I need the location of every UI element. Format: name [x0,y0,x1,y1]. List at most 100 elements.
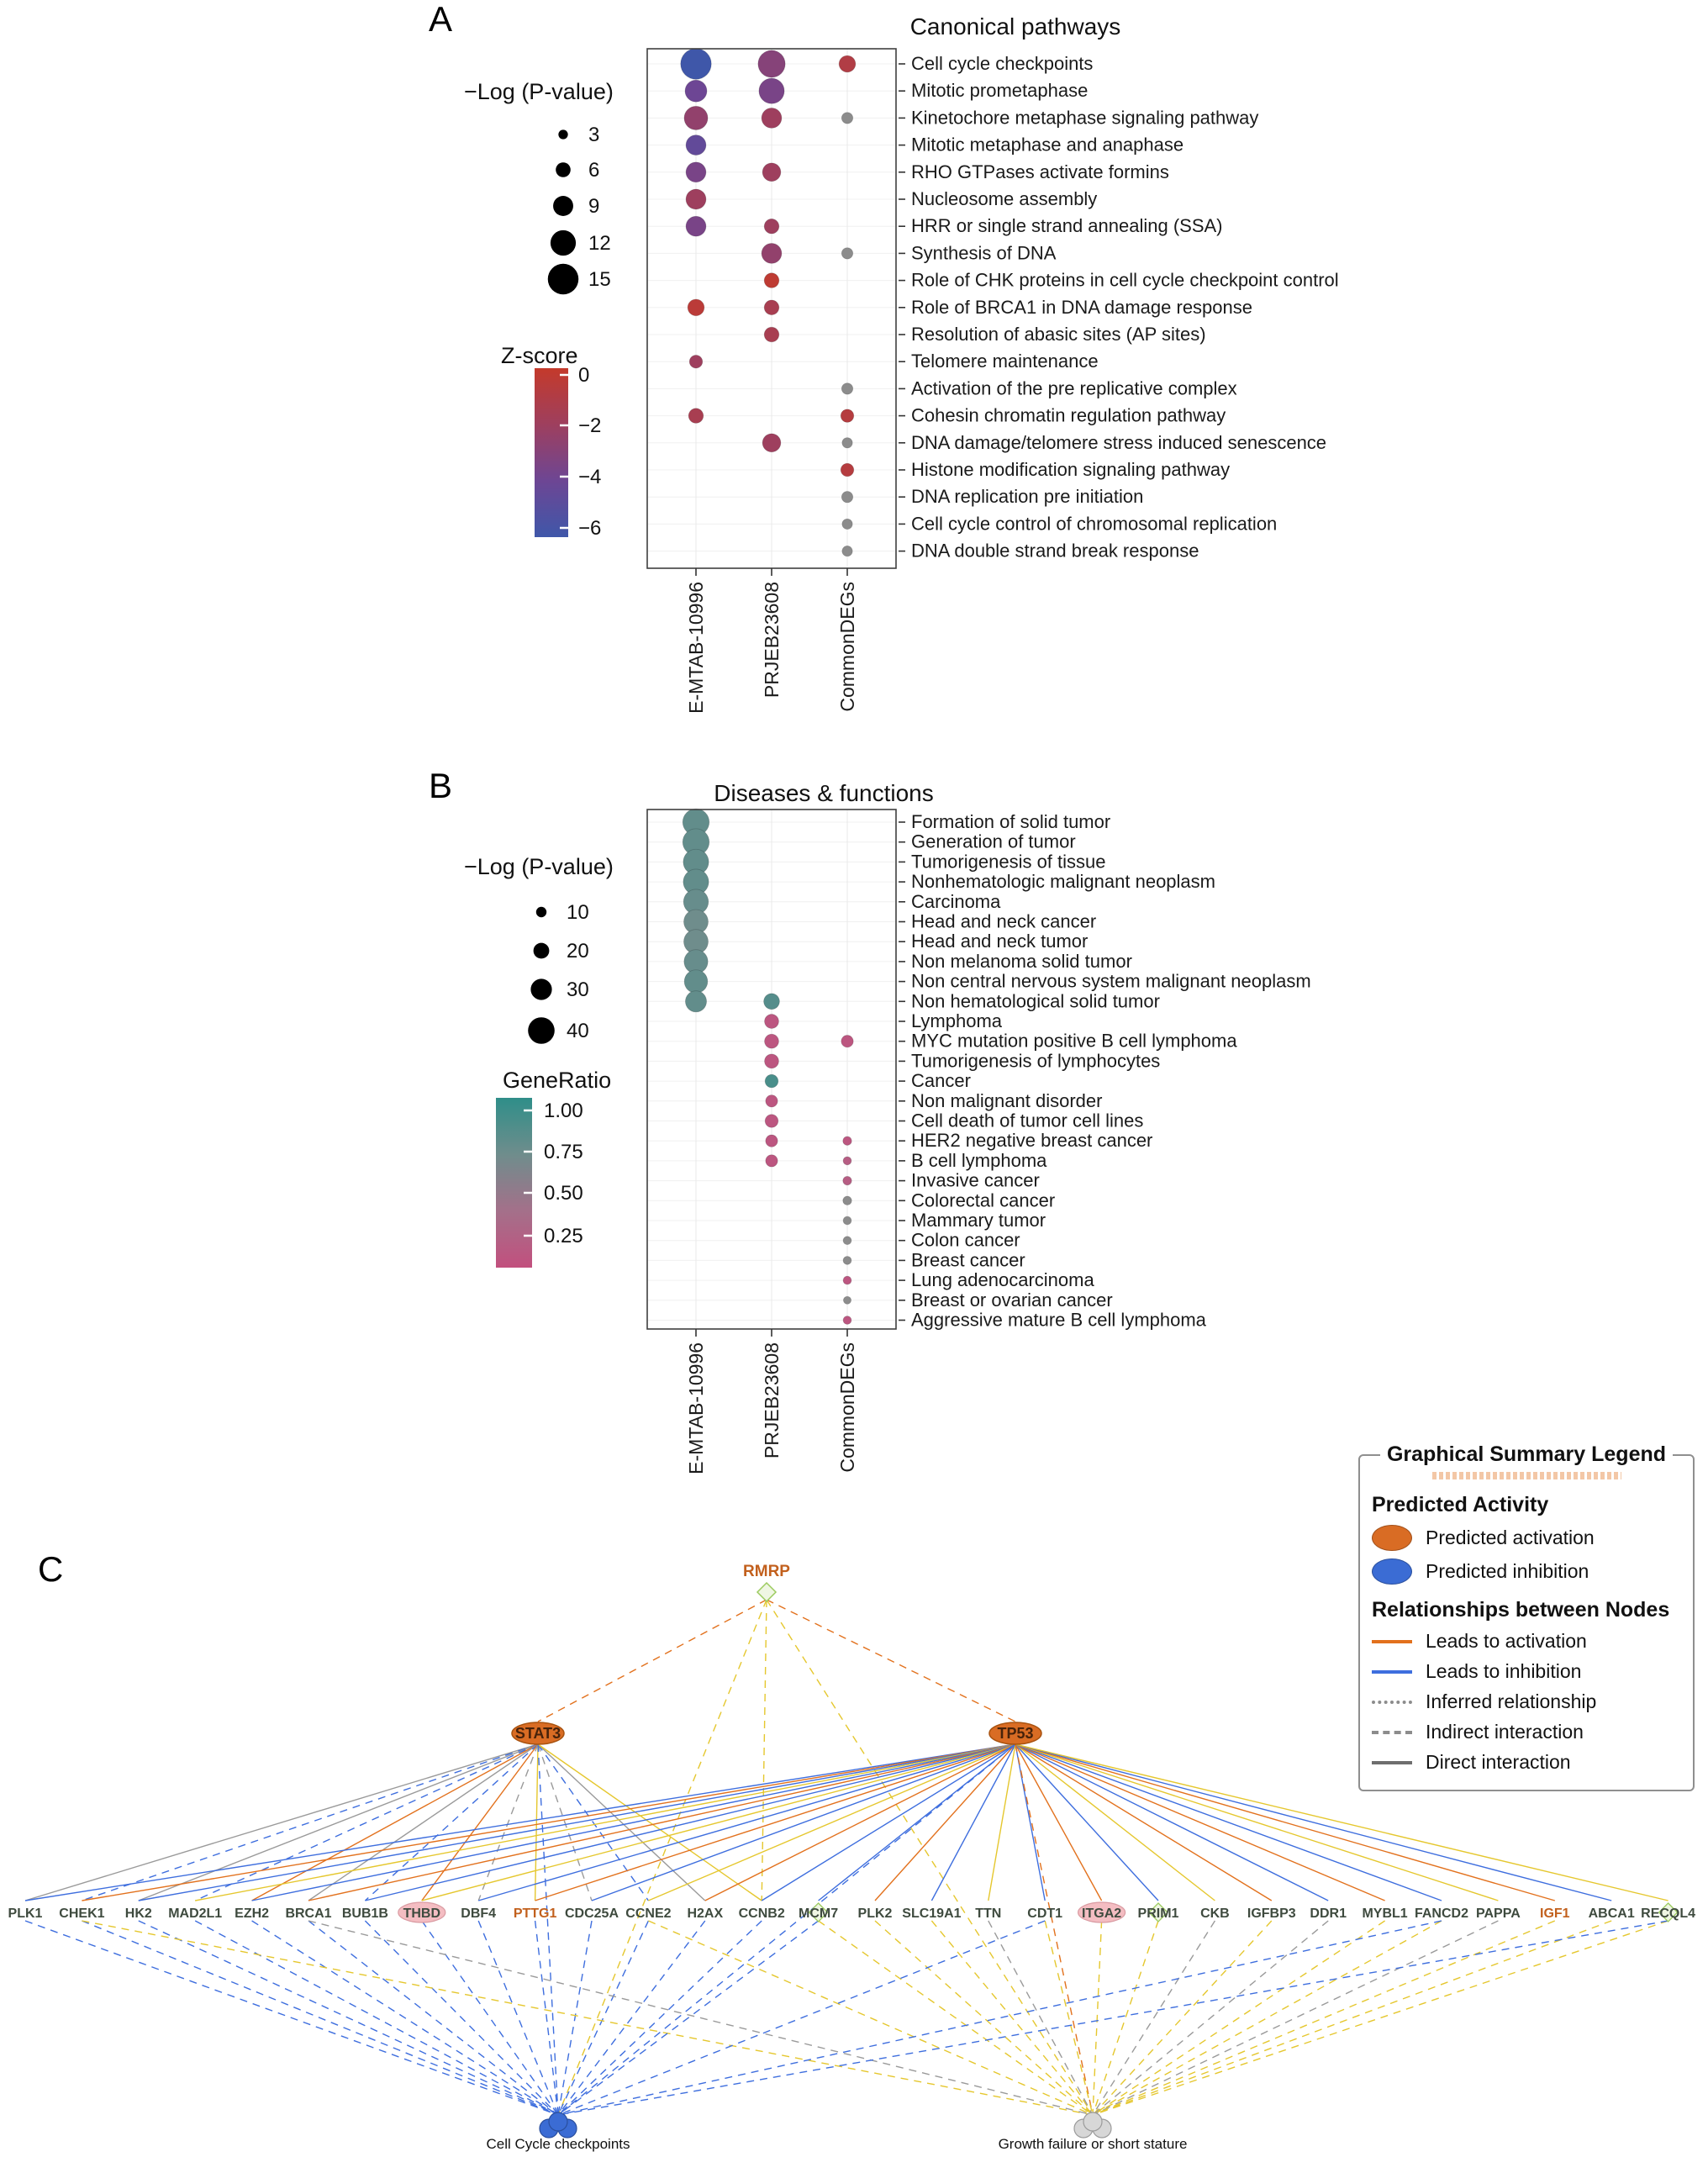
row-label: Invasive cancer [911,1170,1040,1191]
panel-a-title: Canonical pathways [909,13,1121,40]
node-BRCA1: BRCA1 [285,1906,331,1921]
node-CDC25A: CDC25A [565,1906,619,1921]
bubble-point [841,247,854,260]
size-legend-value: 10 [567,901,589,924]
bubble-point [765,1154,778,1168]
edge-TP53--BUB1B [365,1743,1016,1901]
size-legend-dot [528,1017,555,1044]
row-label: RHO GTPases activate formins [911,161,1169,182]
node-shape-RECQL4 [1658,1902,1679,1922]
indirect-line-icon [1372,1730,1412,1734]
node-PLK1: PLK1 [8,1906,43,1921]
legend-item-label: Direct interaction [1426,1751,1571,1773]
row-label: Head and neck cancer [911,911,1096,932]
size-legend-dot [530,978,552,1000]
node-shape-TP53 [988,1722,1042,1745]
row-label: Role of CHK proteins in cell cycle check… [911,270,1339,291]
row-label: Non melanoma solid tumor [911,951,1132,972]
row-label: Lung adenocarcinoma [911,1269,1094,1290]
row-label: Histone modification signaling pathway [911,459,1230,480]
node-shape-cc [548,2112,568,2132]
bubble-point [838,55,857,73]
bubble-point [841,1035,854,1048]
bubble-point [763,299,780,316]
legend-item-label: Indirect interaction [1426,1721,1584,1743]
edge-FANCD2--gf [1092,1920,1442,2116]
bubble-point [842,1316,852,1325]
node-ABCA1: ABCA1 [1589,1906,1635,1921]
edge-TP53--TTN [988,1743,1016,1901]
bubble-point [757,50,786,78]
edge-STAT3--PTTG1 [534,1743,539,1901]
panel-b-title: Diseases & functions [714,780,934,806]
row-label: MYC mutation positive B cell lymphoma [911,1031,1237,1052]
size-legend-value: 30 [567,978,589,1001]
bubble-point [763,272,780,288]
bubble-point [842,1175,852,1186]
bubble-point [764,1014,779,1029]
bubble-point [841,437,853,449]
graphical-summary-legend: Graphical Summary Legend Predicted Activ… [1358,1442,1695,1791]
bubble-point [687,298,705,317]
bubble-point [684,79,708,103]
edge-BRCA1--gf [308,1920,1094,2116]
bubble-point [763,218,780,235]
edge-H2AX--cc [557,1920,706,2116]
bubble-point [763,326,780,343]
legend-item-label: Inferred relationship [1426,1690,1597,1712]
edge-TP53--IGFBP3 [1015,1743,1273,1901]
bubble-point [685,188,707,210]
edge-RMRP--CCNB2 [761,1599,767,1901]
node-THBD: THBD [403,1906,440,1921]
legend-item-direct-interaction: Direct interaction [1372,1751,1681,1774]
edge-STAT3--PLK1 [24,1743,539,1901]
row-label: Head and neck tumor [911,931,1088,952]
size-legend-dot [558,129,568,140]
edge-MYBL1--gf [1092,1920,1385,2116]
bubble-point [761,108,783,129]
row-label: Mitotic metaphase and anaphase [911,134,1183,156]
bubble-point [840,462,855,477]
edge-STAT3--THBD [421,1743,539,1901]
bubble-point [765,1094,778,1108]
bubble-point [762,433,782,453]
node-H2AX: H2AX [687,1906,723,1921]
edge-TTN--gf [988,1920,1094,2116]
edge-STAT3--cc [537,1743,559,2116]
row-label: Tumorigenesis of tissue [911,851,1106,872]
node-BUB1B: BUB1B [342,1906,388,1921]
size-legend-value: 20 [567,940,589,962]
edge-STAT3--HK2 [138,1743,539,1901]
row-label: Resolution of abasic sites (AP sites) [911,324,1206,345]
row-label: Aggressive mature B cell lymphoma [911,1310,1207,1331]
edge-STAT3--MAD2L1 [194,1743,539,1901]
size-legend-dot [550,229,577,256]
row-label: Tumorigenesis of lymphocytes [911,1050,1160,1071]
predicted-activity-heading: Predicted Activity [1372,1493,1549,1516]
bubble-point [763,993,780,1010]
bubble-point [841,546,853,557]
edge-STAT3--H2AX [537,1743,706,1901]
row-label: Role of BRCA1 in DNA damage response [911,297,1252,318]
edge-TP53--PLK1 [24,1743,1016,1901]
row-label: Non hematological solid tumor [911,990,1160,1011]
size-legend-dot [533,942,550,959]
colorbar-tick-label: 0.50 [544,1182,583,1205]
edge-HK2--cc [138,1920,559,2116]
edge-RECQL4--cc [557,1920,1668,2116]
edge-TP53--PRIM1 [1015,1743,1159,1901]
edge-TP53--PLK2 [874,1743,1016,1901]
node-shape-MCM7 [808,1902,829,1922]
edge-PTTG1--cc [534,1920,559,2116]
edge-TP53--CDC25A [591,1743,1016,1901]
size-legend-value: 40 [567,1020,589,1042]
node-shape-THBD [398,1901,446,1923]
edge-DDR1--gf [1092,1920,1329,2116]
legend-item-label: Predicted activation [1426,1527,1595,1548]
edge-CDT1--gf [1044,1920,1094,2116]
edge-ITGA2--gf [1092,1920,1103,2116]
edge-ABCA1--gf [1092,1920,1612,2116]
edge-PLK1--cc [24,1920,559,2116]
edge-TP53--MYBL1 [1015,1743,1385,1901]
